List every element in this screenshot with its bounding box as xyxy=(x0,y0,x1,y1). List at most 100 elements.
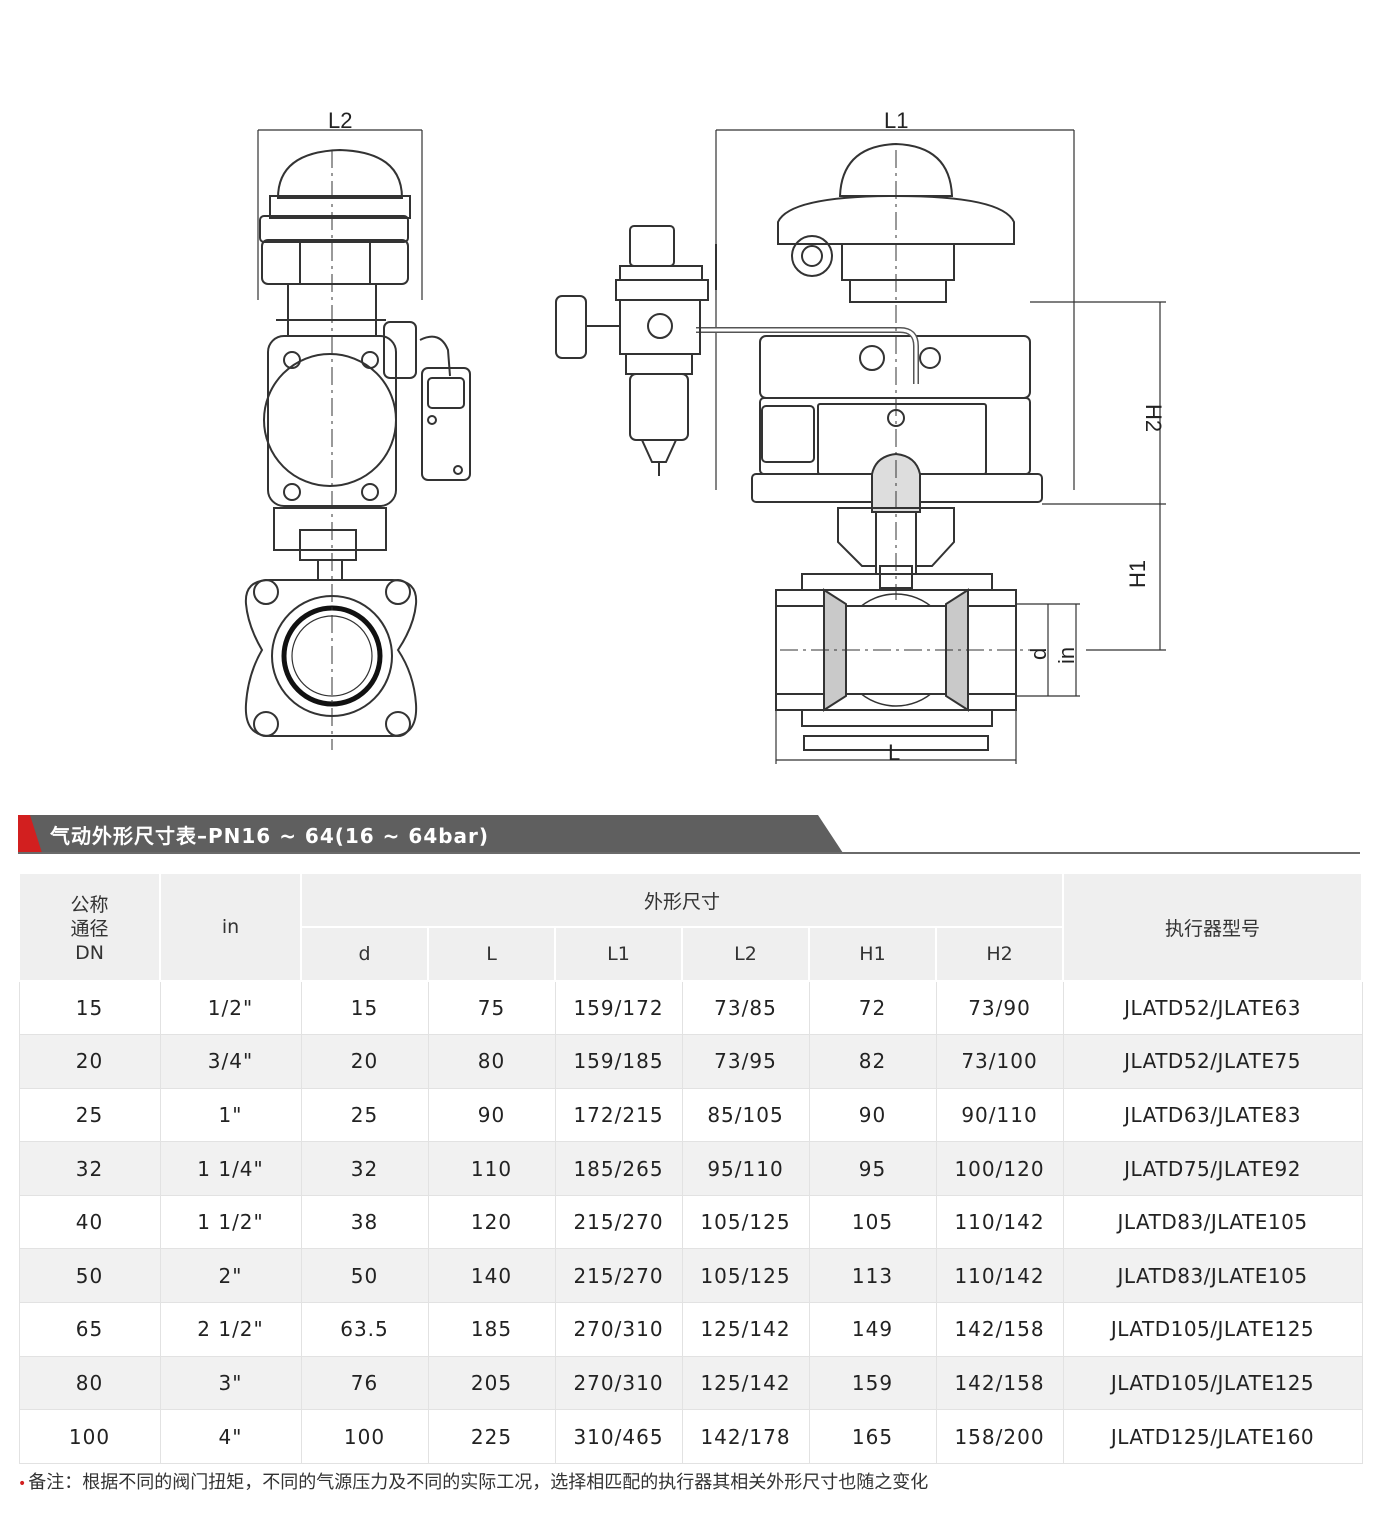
cell-in: 2 1/2" xyxy=(159,1302,302,1357)
cell-h1: 90 xyxy=(808,1087,937,1143)
cell-dn: 100 xyxy=(18,1409,161,1464)
cell-h2: 73/100 xyxy=(935,1034,1064,1089)
cell-model: JLATD83/JLATE105 xyxy=(1062,1194,1363,1250)
cell-in: 1" xyxy=(159,1087,302,1143)
cell-dn: 20 xyxy=(18,1034,161,1089)
cell-l1: 159/172 xyxy=(554,980,683,1036)
cell-dn: 15 xyxy=(18,980,161,1036)
cell-model: JLATD52/JLATE75 xyxy=(1062,1034,1363,1089)
table-row: 80 3" 76 205 270/310 125/142 159 142/158… xyxy=(18,1355,1363,1411)
table-row: 50 2" 50 140 215/270 105/125 113 110/142… xyxy=(18,1248,1363,1304)
header-h1: H1 xyxy=(808,926,937,982)
header-dn-line2: 通径 xyxy=(70,918,109,940)
header-outline-dimensions: 外形尺寸 xyxy=(299,872,1065,928)
cell-l: 90 xyxy=(427,1087,556,1143)
cell-h1: 72 xyxy=(808,980,937,1036)
section-banner: 气动外形尺寸表–PN16 ~ 64(16 ~ 64bar) xyxy=(18,815,1360,855)
cell-model: JLATD105/JLATE125 xyxy=(1062,1355,1363,1411)
cell-h2: 100/120 xyxy=(935,1141,1064,1196)
table-row: 65 2 1/2" 63.5 185 270/310 125/142 149 1… xyxy=(18,1302,1363,1357)
cell-in: 1/2" xyxy=(159,980,302,1036)
cell-d: 25 xyxy=(300,1087,429,1143)
cell-l1: 270/310 xyxy=(554,1355,683,1411)
footnote-bullet: • xyxy=(18,1476,27,1492)
cell-h1: 95 xyxy=(808,1141,937,1196)
cell-model: JLATD83/JLATE105 xyxy=(1062,1248,1363,1304)
banner-bar xyxy=(18,815,843,853)
cell-d: 50 xyxy=(300,1248,429,1304)
cell-h2: 142/158 xyxy=(935,1355,1064,1411)
cell-h2: 142/158 xyxy=(935,1302,1064,1357)
table-row: 100 4" 100 225 310/465 142/178 165 158/2… xyxy=(18,1409,1363,1464)
header-l: L xyxy=(427,926,556,982)
valve-technical-drawing: L2 xyxy=(244,108,1166,765)
cell-dn: 25 xyxy=(18,1087,161,1143)
header-l1: L1 xyxy=(554,926,683,982)
cell-h2: 90/110 xyxy=(935,1087,1064,1143)
cell-model: JLATD105/JLATE125 xyxy=(1062,1302,1363,1357)
cell-dn: 65 xyxy=(18,1302,161,1357)
table-row: 20 3/4" 20 80 159/185 73/95 82 73/100 JL… xyxy=(18,1034,1363,1089)
cell-l1: 172/215 xyxy=(554,1087,683,1143)
footnote-text: 备注：根据不同的阀门扭矩，不同的气源压力及不同的实际工况，选择相匹配的执行器其相… xyxy=(28,1472,929,1493)
cell-l: 140 xyxy=(427,1248,556,1304)
cell-l: 225 xyxy=(427,1409,556,1464)
cell-h1: 165 xyxy=(808,1409,937,1464)
cell-in: 4" xyxy=(159,1409,302,1464)
cell-h1: 159 xyxy=(808,1355,937,1411)
dim-label-l1: L1 xyxy=(884,108,908,133)
cell-d: 100 xyxy=(300,1409,429,1464)
cell-in: 3/4" xyxy=(159,1034,302,1089)
cell-l: 185 xyxy=(427,1302,556,1357)
footnote: •备注：根据不同的阀门扭矩，不同的气源压力及不同的实际工况，选择相匹配的执行器其… xyxy=(18,1468,928,1494)
cell-model: JLATD63/JLATE83 xyxy=(1062,1087,1363,1143)
cell-l2: 125/142 xyxy=(681,1302,810,1357)
cell-l1: 270/310 xyxy=(554,1302,683,1357)
cell-l2: 125/142 xyxy=(681,1355,810,1411)
header-l2: L2 xyxy=(681,926,810,982)
cell-d: 76 xyxy=(300,1355,429,1411)
cell-d: 32 xyxy=(300,1141,429,1196)
table-row: 32 1 1/4" 32 110 185/265 95/110 95 100/1… xyxy=(18,1141,1363,1196)
header-dn: 公称 通径 DN xyxy=(18,872,161,982)
header-dn-line1: 公称 xyxy=(70,894,109,916)
banner-title: 气动外形尺寸表–PN16 ~ 64(16 ~ 64bar) xyxy=(50,824,490,848)
cell-d: 15 xyxy=(300,980,429,1036)
cell-l: 80 xyxy=(427,1034,556,1089)
cell-h2: 110/142 xyxy=(935,1194,1064,1250)
cell-l1: 310/465 xyxy=(554,1409,683,1464)
cell-l2: 73/85 xyxy=(681,980,810,1036)
table-row: 15 1/2" 15 75 159/172 73/85 72 73/90 JLA… xyxy=(18,980,1363,1036)
front-view: L1 xyxy=(555,108,1166,765)
cell-l: 110 xyxy=(427,1141,556,1196)
cell-l1: 215/270 xyxy=(554,1194,683,1250)
cell-l2: 85/105 xyxy=(681,1087,810,1143)
cell-l: 75 xyxy=(427,980,556,1036)
dim-label-h1: H1 xyxy=(1125,560,1150,588)
cell-h1: 82 xyxy=(808,1034,937,1089)
cell-d: 20 xyxy=(300,1034,429,1089)
cell-l: 120 xyxy=(427,1194,556,1250)
header-d: d xyxy=(300,926,429,982)
header-in: in xyxy=(159,872,302,982)
cell-h1: 105 xyxy=(808,1194,937,1250)
cell-l2: 105/125 xyxy=(681,1194,810,1250)
cell-model: JLATD52/JLATE63 xyxy=(1062,980,1363,1036)
cell-l2: 105/125 xyxy=(681,1248,810,1304)
cell-in: 2" xyxy=(159,1248,302,1304)
dim-label-d: d xyxy=(1026,648,1051,660)
header-actuator-model: 执行器型号 xyxy=(1062,872,1364,982)
cell-dn: 40 xyxy=(18,1194,161,1250)
cell-dn: 32 xyxy=(18,1141,161,1196)
cell-h2: 110/142 xyxy=(935,1248,1064,1304)
table-row: 40 1 1/2" 38 120 215/270 105/125 105 110… xyxy=(18,1194,1363,1250)
cell-model: JLATD125/JLATE160 xyxy=(1062,1409,1363,1464)
banner-rule xyxy=(18,852,1360,854)
cell-l1: 159/185 xyxy=(554,1034,683,1089)
cell-d: 63.5 xyxy=(300,1302,429,1357)
dim-label-h2: H2 xyxy=(1141,404,1166,432)
dim-label-l: L xyxy=(888,740,900,765)
cell-h2: 158/200 xyxy=(935,1409,1064,1464)
cell-l2: 73/95 xyxy=(681,1034,810,1089)
cell-dn: 80 xyxy=(18,1355,161,1411)
